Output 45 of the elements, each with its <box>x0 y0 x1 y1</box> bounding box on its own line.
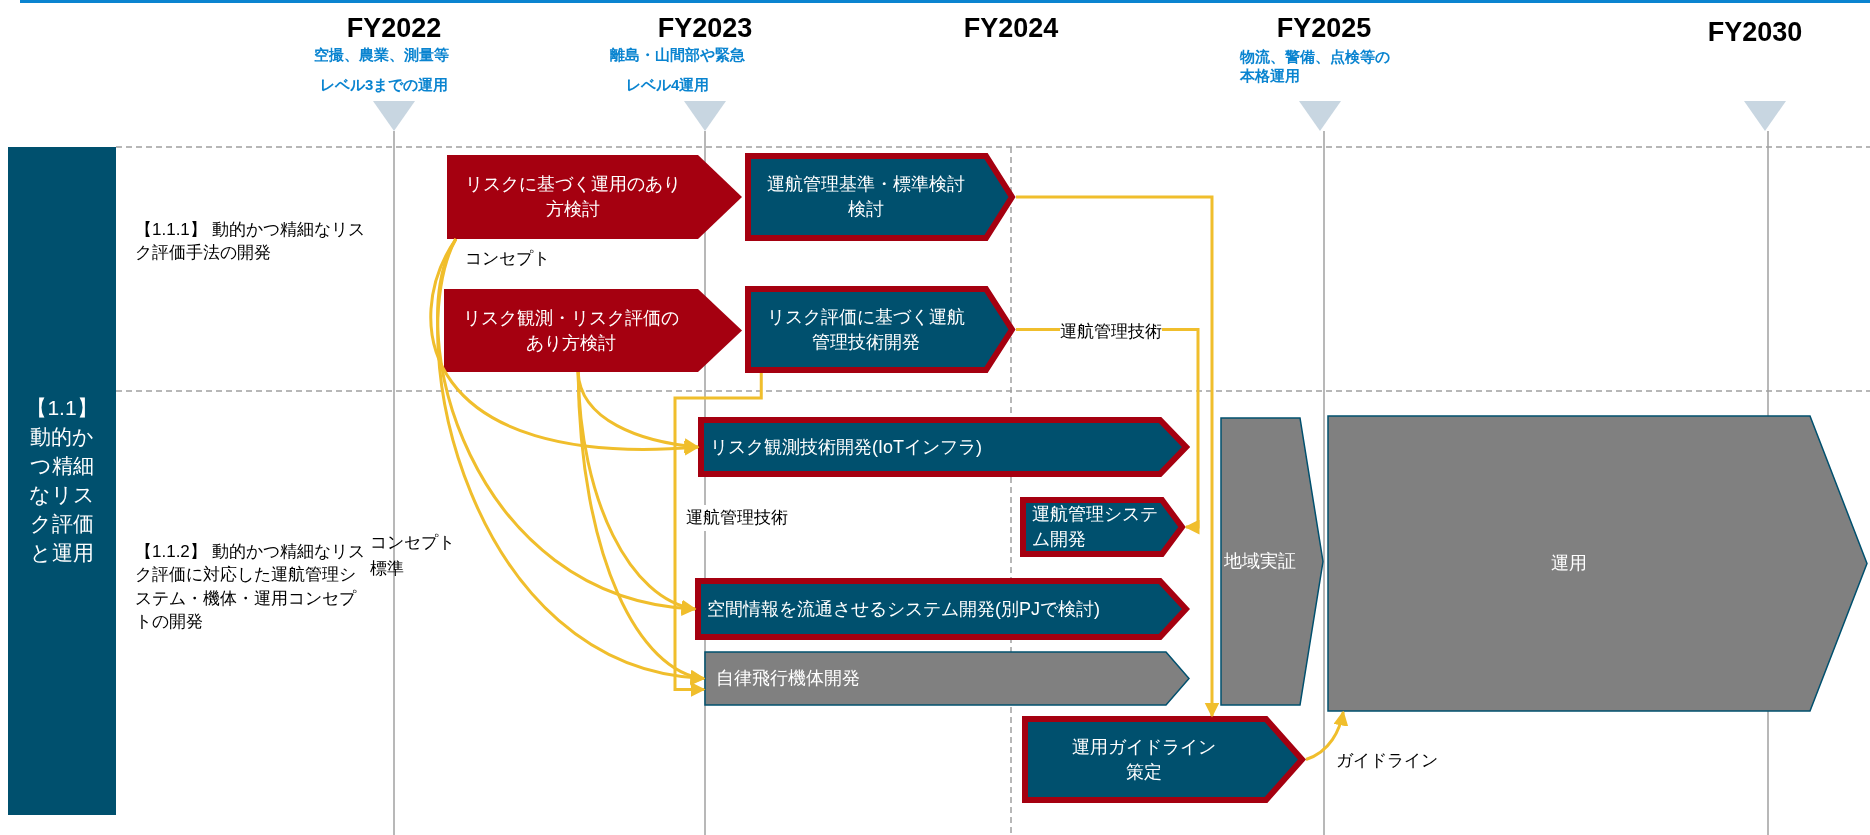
milestone-note: レベル3までの運用 <box>320 76 450 95</box>
task-label: 自律飛行機体開発 <box>716 667 860 691</box>
milestone-note: 空撮、農業、測量等 <box>314 46 450 65</box>
task-label: 運用ガイドライン策定 <box>1071 735 1217 784</box>
chevron-shape <box>745 153 1016 241</box>
year-heading: FY2023 <box>656 12 754 45</box>
pentagon-shape <box>1220 417 1324 706</box>
task-label: リスク観測・リスク評価のあり方検討 <box>462 306 680 355</box>
task-label: 運航管理基準・標準検討検討 <box>765 173 966 221</box>
chevron-shape <box>704 651 1190 706</box>
year-heading: FY2030 <box>1706 16 1804 49</box>
task-label: 運航管理システム開発 <box>1032 503 1159 551</box>
connector-arrow <box>576 371 706 683</box>
chevron-shape <box>444 289 742 372</box>
connector-arrow <box>429 238 700 455</box>
milestone-note: 物流、警備、点検等の本格運用 <box>1240 48 1391 86</box>
milestone-note: レベル4運用 <box>626 76 711 95</box>
year-heading: FY2024 <box>962 12 1060 45</box>
task-label: 空間情報を流通させるシステム開発(別PJで検討) <box>707 597 1100 621</box>
task-label: リスク評価に基づく運航管理技術開発 <box>765 305 966 354</box>
flow-label: コンセプト <box>465 248 551 270</box>
flow-label: コンセプト <box>370 532 456 554</box>
edge-label: 運航管理技術 <box>686 505 788 531</box>
task-label: 【1.1】動的かつ精細なリスク評価と運用 <box>25 395 99 566</box>
milestone-note: 離島・山間部や緊急 <box>610 46 746 65</box>
chevron-shape <box>745 286 1016 373</box>
connector-arrow <box>1016 195 1220 718</box>
year-heading: FY2025 <box>1275 12 1373 45</box>
row-heading: 【1.1.1】 動的かつ精細なリスク評価手法の開発 <box>135 219 365 265</box>
task-label: 運用 <box>1550 552 1587 576</box>
task-label: 地域実証 <box>1224 550 1296 574</box>
chevron-shape <box>1022 716 1306 803</box>
chevron-shape <box>698 417 1190 477</box>
flow-label: 標準 <box>370 558 405 580</box>
task-label: リスク観測技術開発(IoTインフラ) <box>710 435 982 459</box>
row-heading: 【1.1.2】 動的かつ精細なリスク評価に対応した運航管理システム・機体・運用コンセプトの開発 <box>135 541 365 634</box>
chevron-shape <box>1020 497 1186 557</box>
year-heading: FY2022 <box>345 12 443 45</box>
task-label: リスクに基づく運用のあり方検討 <box>463 173 682 221</box>
pentagon-shape <box>1327 415 1868 712</box>
chevron-shape <box>447 155 742 239</box>
chevron-shape <box>695 578 1190 640</box>
connector-arrow <box>1305 710 1348 761</box>
category-band <box>8 147 116 815</box>
connector-arrow <box>673 373 763 697</box>
